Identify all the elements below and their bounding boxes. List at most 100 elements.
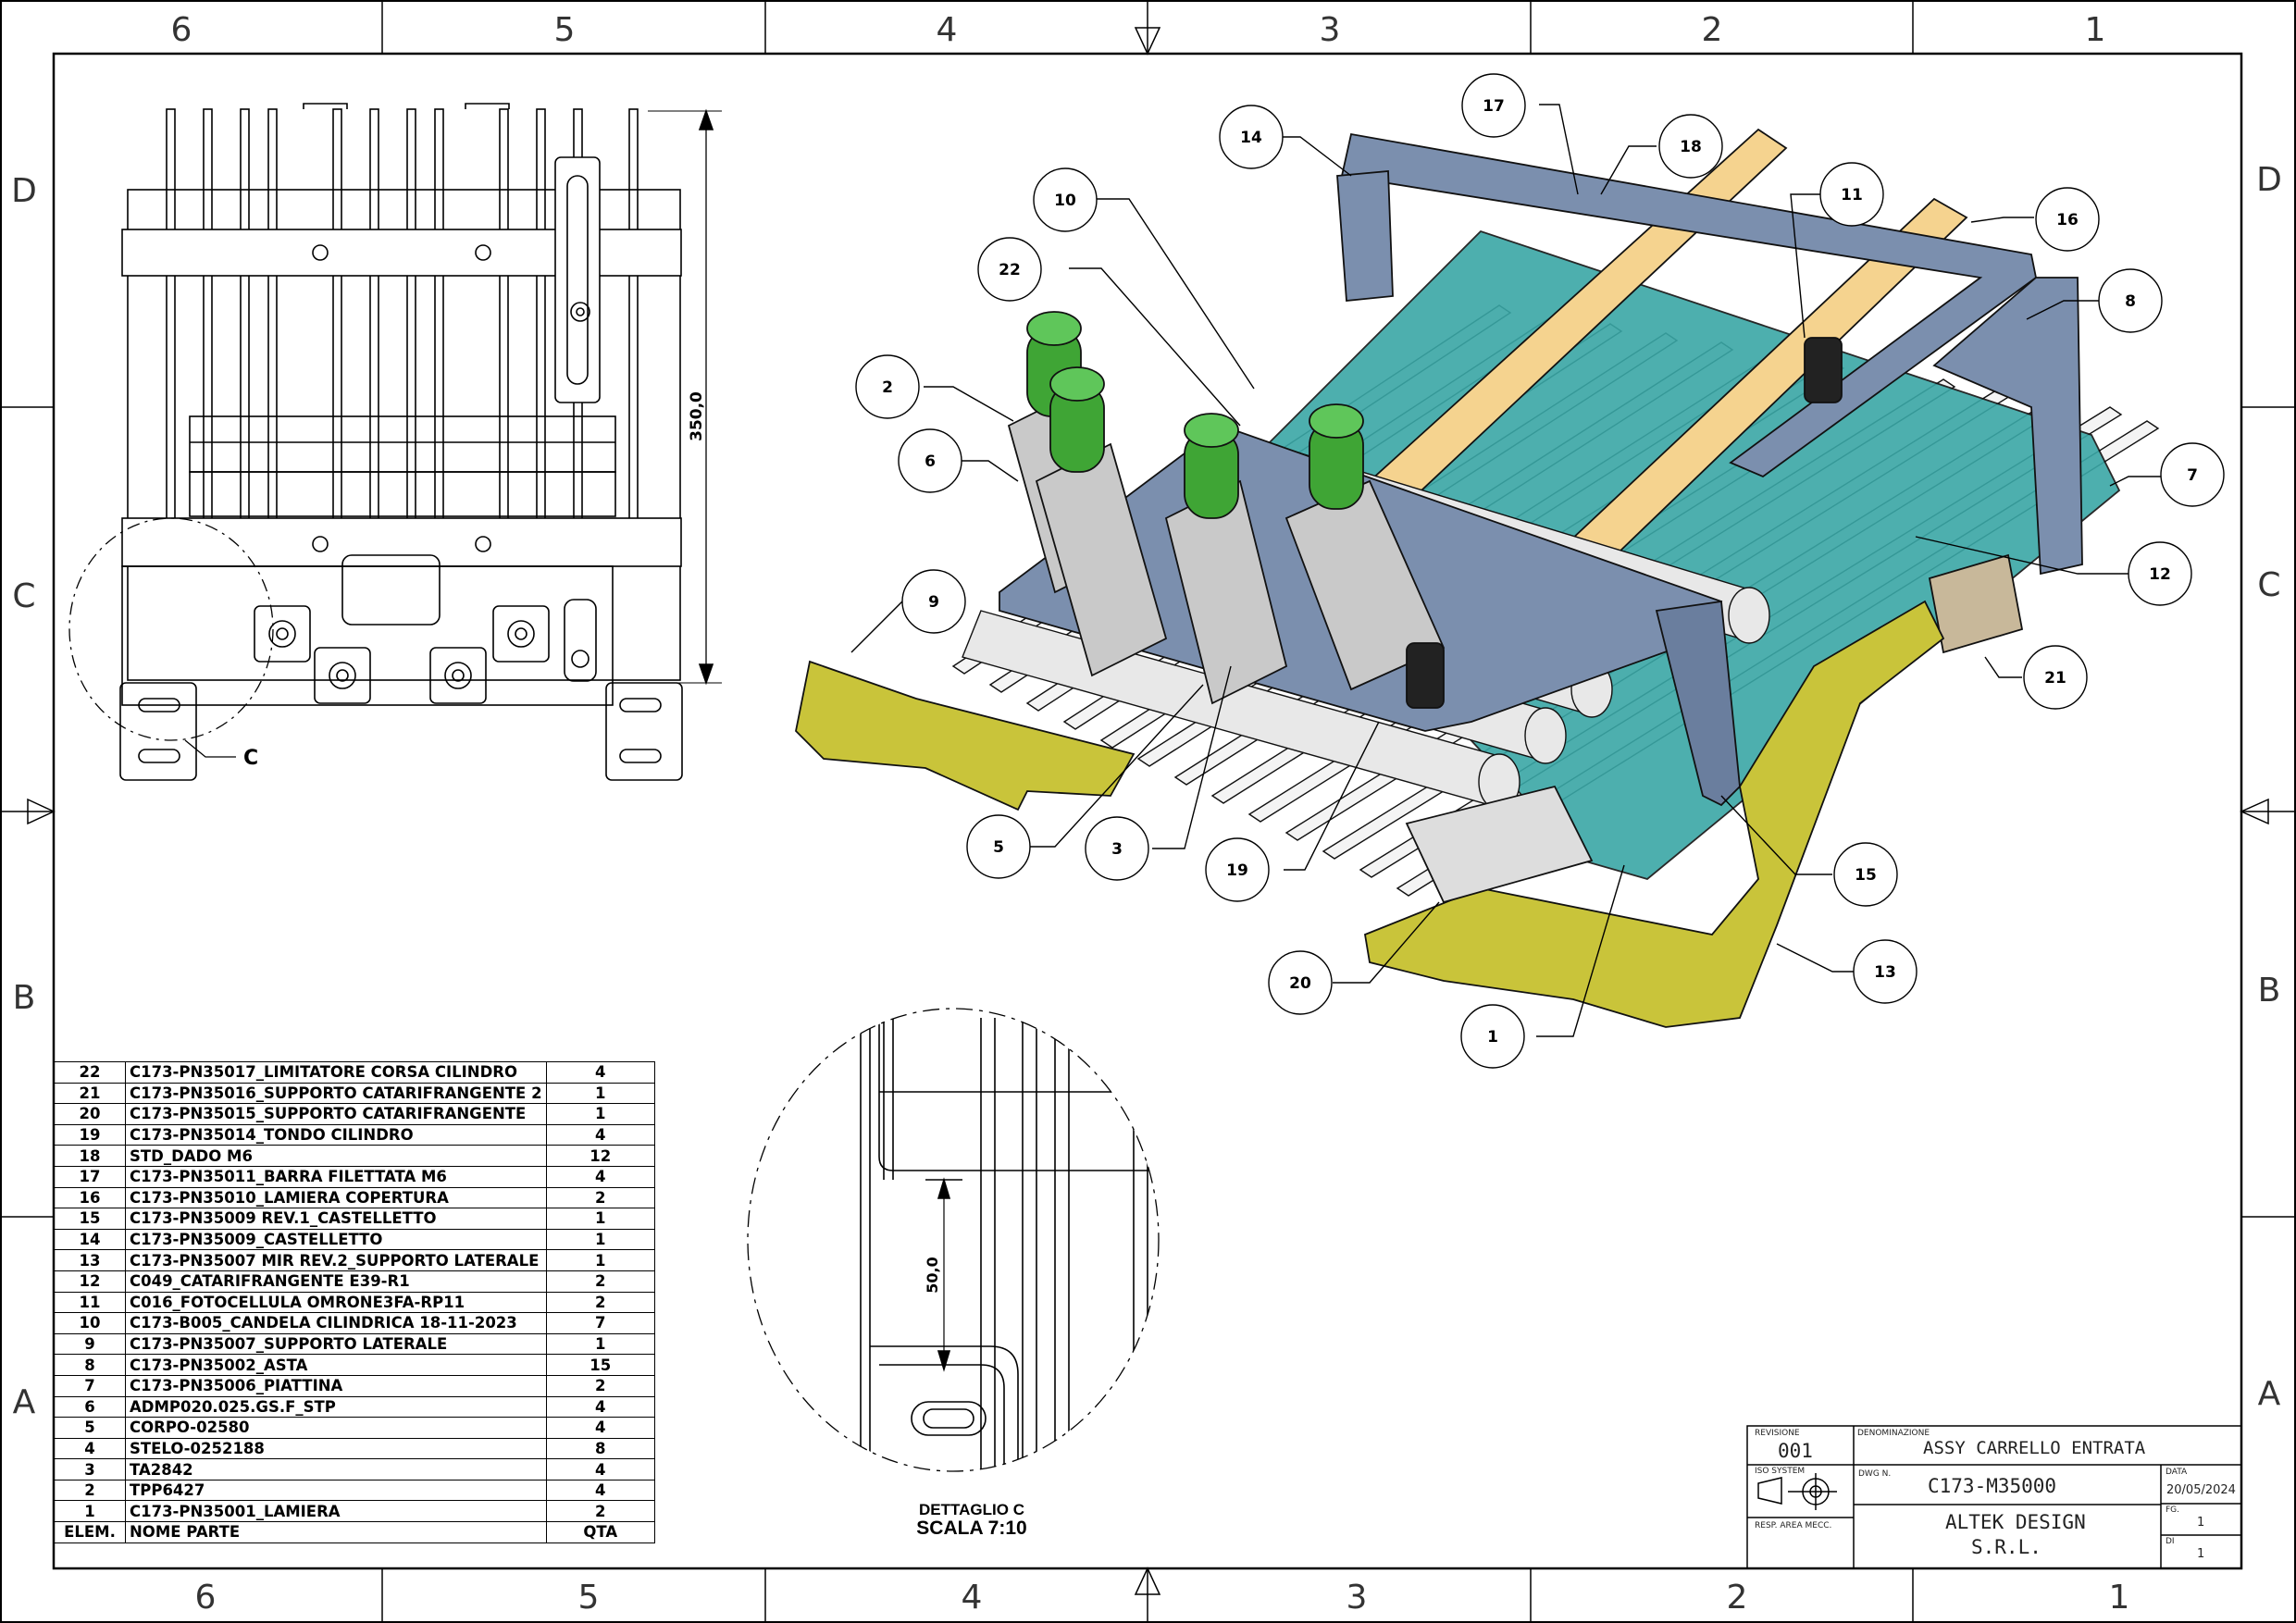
- bom-name: C173-PN35016_SUPPORTO CATARIFRANGENTE 2: [125, 1082, 547, 1105]
- balloon-label: 8: [2125, 292, 2136, 311]
- bom-elem: 15: [54, 1208, 126, 1230]
- balloon-label: 13: [1874, 963, 1896, 982]
- balloon-11: [1819, 162, 1884, 227]
- bom-qty: 1: [545, 1082, 656, 1105]
- zone-col-label: 4: [937, 11, 958, 49]
- yellow-support: [1363, 600, 1945, 1028]
- bom-qty: 1: [545, 1103, 656, 1125]
- description-value: ASSY CARRELLO ENTRATA: [1923, 1438, 2146, 1458]
- balloon-label: 22: [999, 261, 1021, 279]
- balloon-label: 18: [1680, 138, 1702, 156]
- balloon-label: 16: [2056, 211, 2079, 229]
- bom-header-elem: ELEM.: [54, 1521, 126, 1543]
- bom-qty: 2: [545, 1291, 656, 1314]
- bom-elem: 13: [54, 1249, 126, 1271]
- balloon-label: 21: [2044, 669, 2066, 688]
- balloon-label: 1: [1487, 1028, 1498, 1047]
- iso-label: ISO SYSTEM: [1755, 1467, 1806, 1476]
- bom-name: C173-PN35009_CASTELLETTO: [125, 1228, 547, 1251]
- bom-header-qty: QTA: [545, 1521, 656, 1543]
- detail-marker-c: C: [243, 747, 258, 770]
- zone-row-label: A: [13, 1383, 36, 1421]
- bom-name: C173-PN35002_ASTA: [125, 1354, 547, 1376]
- bom-elem: 8: [54, 1354, 126, 1376]
- balloon-15: [1833, 842, 1898, 907]
- balloon-1: [1460, 1004, 1525, 1069]
- balloon-label: 11: [1841, 186, 1863, 204]
- zone-col-label: 4: [962, 1579, 983, 1617]
- balloon-label: 19: [1226, 861, 1248, 880]
- bom-name: C049_CATARIFRANGENTE E39-R1: [125, 1270, 547, 1293]
- zone-col-label: 2: [1727, 1579, 1748, 1617]
- title-block: [1746, 1425, 2242, 1569]
- photocell: [1406, 642, 1445, 709]
- date-label: DATA: [2166, 1468, 2188, 1477]
- balloon-10: [1033, 167, 1098, 232]
- zone-col-label: 3: [1320, 11, 1341, 49]
- balloon-label: 12: [2149, 565, 2171, 584]
- bom-name: C173-PN35017_LIMITATORE CORSA CILINDRO: [125, 1061, 547, 1084]
- balloon-16: [2035, 187, 2100, 252]
- bom-elem: 10: [54, 1312, 126, 1334]
- balloon-2: [855, 354, 920, 419]
- bom-elem: 1: [54, 1500, 126, 1523]
- bom-elem: 16: [54, 1186, 126, 1209]
- detail-caption: DETTAGLIO C SCALA 7:10: [879, 1501, 1064, 1540]
- bom-elem: 2: [54, 1479, 126, 1502]
- bom-name: ADMP020.025.GS.F_STP: [125, 1395, 547, 1419]
- dimension-50: 50,0: [924, 1257, 941, 1293]
- balloon-18: [1658, 114, 1723, 179]
- bom-header-name: NOME PARTE: [125, 1521, 547, 1543]
- bom-name: C173-PN35010_LAMIERA COPERTURA: [125, 1186, 547, 1209]
- bom-qty: 4: [545, 1123, 656, 1146]
- castelletto: [1336, 170, 1394, 302]
- dwg-number: C173-M35000: [1928, 1475, 2057, 1497]
- bom-qty: 2: [545, 1500, 656, 1523]
- bom-qty: 4: [545, 1061, 656, 1084]
- detail-scale: SCALA 7:10: [916, 1518, 1027, 1539]
- bom-name: C173-PN35014_TONDO CILINDRO: [125, 1123, 547, 1146]
- dimension-350: 350,0: [688, 391, 706, 441]
- balloon-label: 6: [925, 452, 936, 471]
- bom-name: C016_FOTOCELLULA OMRONE3FA-RP11: [125, 1291, 547, 1314]
- bom-qty: 1: [545, 1208, 656, 1230]
- mount-blocks: [254, 599, 597, 704]
- company-line2: S.R.L.: [1971, 1536, 2042, 1558]
- balloon-label: 20: [1289, 974, 1311, 993]
- zone-row-label: A: [2258, 1375, 2281, 1413]
- zone-col-label: 1: [2085, 11, 2106, 49]
- bom-elem: 9: [54, 1332, 126, 1356]
- zone-labels-bottom: 6 5 4 3 2 1: [195, 1579, 2130, 1617]
- bom-qty: 2: [545, 1374, 656, 1397]
- resp-label: RESP. AREA MECC.: [1755, 1521, 1832, 1530]
- zone-col-label: 3: [1347, 1579, 1368, 1617]
- balloon-21: [2023, 645, 2088, 710]
- pneumatic-cylinders: [1007, 311, 1446, 705]
- bom-name: C173-PN35006_PIATTINA: [125, 1374, 547, 1397]
- bom-qty: 4: [545, 1395, 656, 1419]
- balloon-label: 14: [1240, 129, 1262, 147]
- balloon-5: [966, 814, 1031, 879]
- balloon-12: [2128, 541, 2192, 606]
- detail-title: DETTAGLIO C: [919, 1501, 1024, 1518]
- zone-col-label: 5: [578, 1579, 600, 1617]
- bom-name: C173-PN35007_SUPPORTO LATERALE: [125, 1332, 547, 1356]
- date-value: 20/05/2024: [2166, 1483, 2236, 1497]
- reflector-support: [1405, 785, 1594, 904]
- bom-qty: 12: [545, 1145, 656, 1167]
- bom-qty: 4: [545, 1479, 656, 1502]
- bom-elem: 20: [54, 1103, 126, 1125]
- bom-name: STD_DADO M6: [125, 1145, 547, 1167]
- balloon-8: [2098, 268, 2163, 333]
